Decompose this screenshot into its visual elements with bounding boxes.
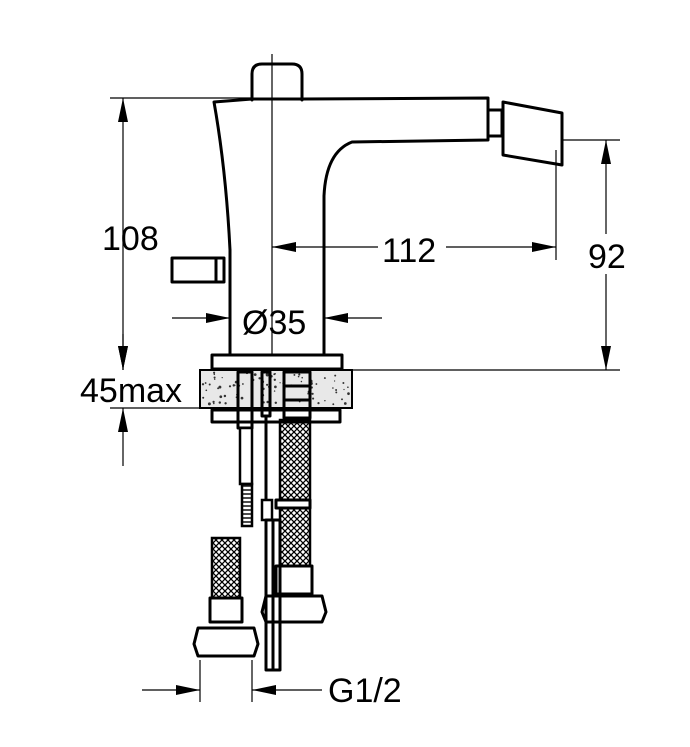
speckle	[228, 385, 232, 388]
spout-nozzle	[486, 108, 504, 138]
speckle	[273, 390, 276, 392]
speckle	[312, 397, 315, 400]
dim-reach-112: 112	[272, 150, 557, 270]
speckle	[279, 382, 281, 384]
dim-counter-45max: 45max	[80, 334, 200, 466]
spray-head	[501, 100, 564, 167]
speckle	[221, 377, 223, 379]
speckle	[323, 377, 326, 380]
speckle	[253, 373, 257, 376]
speckle	[224, 402, 227, 405]
speckle	[213, 376, 216, 379]
speckle	[266, 383, 269, 386]
speckle	[212, 402, 215, 405]
flex-hose-right	[260, 370, 328, 624]
speckle	[274, 401, 278, 405]
dim-label-spout-height: 92	[588, 238, 626, 276]
speckle	[324, 399, 326, 402]
dim-label-diameter: Ø35	[242, 304, 306, 342]
speckle	[208, 383, 211, 386]
speckle	[232, 384, 236, 387]
speckle	[332, 387, 334, 389]
base-plate	[210, 353, 344, 371]
faucet-body	[170, 62, 564, 424]
dim-thread-g12: G1/2	[142, 660, 402, 710]
speckle	[217, 387, 220, 390]
dim-diameter-35: Ø35	[172, 300, 382, 352]
counter-speckle-texture	[201, 371, 350, 407]
dim-label-thread: G1/2	[328, 672, 402, 710]
speckle	[258, 377, 261, 380]
speckle	[315, 383, 318, 385]
speckle	[240, 396, 244, 400]
speckle	[218, 401, 221, 404]
speckle	[301, 376, 303, 379]
speckle	[213, 378, 216, 380]
speckle	[274, 385, 277, 389]
speckle	[266, 400, 269, 404]
speckle	[212, 400, 215, 404]
speckle	[213, 373, 216, 376]
counter-section	[199, 369, 620, 409]
speckle	[311, 392, 314, 395]
speckle	[347, 393, 350, 396]
pop-up-knob	[170, 256, 226, 284]
speckle	[335, 389, 338, 391]
speckle	[343, 388, 345, 391]
speckle	[347, 386, 349, 389]
speckle	[334, 374, 337, 377]
speckle	[317, 402, 320, 405]
dim-label-reach: 112	[382, 232, 436, 270]
dim-label-height: 108	[102, 220, 159, 258]
speckle	[201, 383, 205, 386]
speckle	[332, 403, 335, 406]
lever-handle	[250, 62, 304, 102]
speckle	[265, 373, 269, 377]
dim-label-counter: 45max	[80, 372, 182, 410]
speckle	[204, 382, 207, 384]
speckle	[219, 395, 223, 399]
speckle	[213, 371, 216, 374]
speckle	[293, 373, 296, 376]
speckle	[223, 394, 227, 398]
speckle	[205, 389, 208, 392]
pop-up-rod	[264, 518, 282, 672]
speckle	[341, 398, 343, 401]
dim-spout-height-92: 92	[562, 139, 626, 370]
speckle	[298, 373, 301, 376]
speckle	[218, 385, 222, 389]
speckle	[333, 380, 336, 382]
speckle	[202, 396, 205, 399]
speckle	[273, 373, 276, 376]
mounting-rod	[236, 370, 274, 528]
speckle	[207, 402, 211, 406]
speckle	[297, 375, 300, 378]
speckle	[273, 378, 276, 381]
speckle	[234, 384, 236, 386]
speckle	[242, 383, 244, 385]
speckle	[343, 402, 347, 405]
speckle	[335, 391, 338, 394]
speckle	[342, 382, 345, 384]
speckle	[300, 380, 303, 383]
flex-hose-left	[192, 536, 260, 658]
